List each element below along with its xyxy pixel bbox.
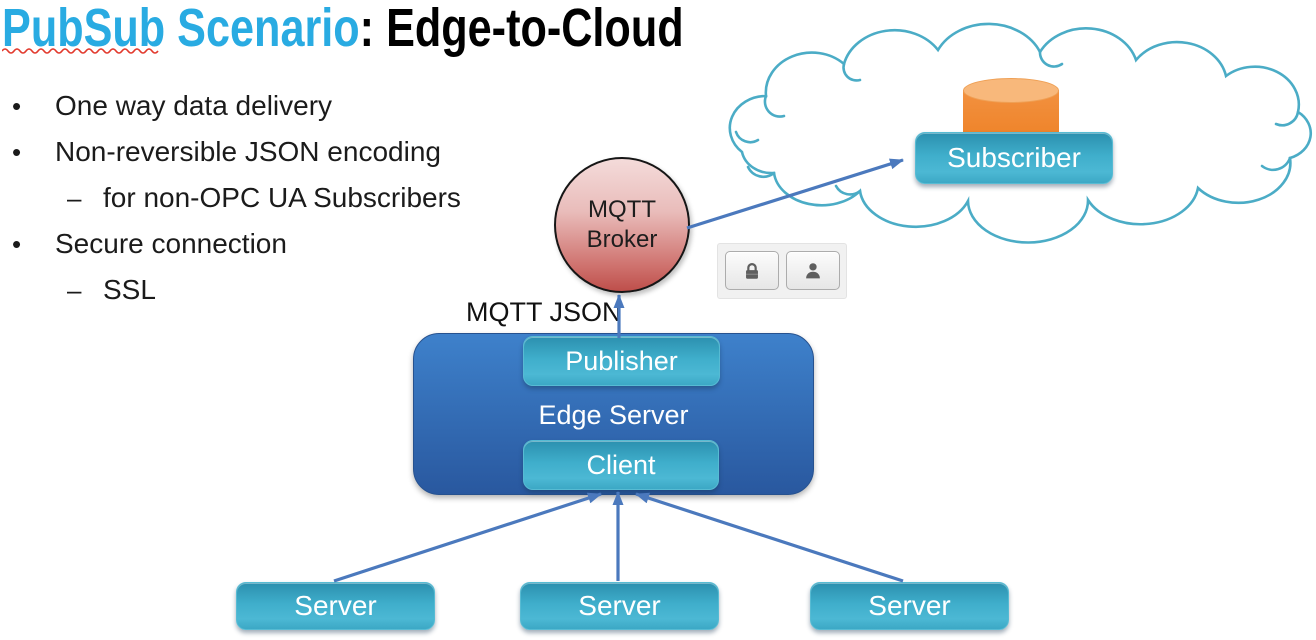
subscriber-node: Subscriber <box>915 132 1113 184</box>
arrow-server1-to-client <box>333 492 602 583</box>
user-button[interactable] <box>786 251 840 290</box>
server-node-2: Server <box>520 582 719 630</box>
arrow-server3-to-client <box>635 492 904 583</box>
bullet-text: SSL <box>103 274 156 305</box>
slide-title-rest: : Edge-to-Cloud <box>359 0 684 58</box>
database-cylinder-top <box>963 78 1059 103</box>
spellcheck-squiggle <box>2 48 159 54</box>
bullet-subitem: – SSL <box>67 274 532 307</box>
bullet-item: • Secure connection <box>12 228 532 261</box>
bullet-text: Secure connection <box>55 228 287 259</box>
slide-title: PubSub Scenario: Edge-to-Cloud <box>2 1 684 55</box>
publisher-label: Publisher <box>565 345 678 376</box>
bullet-text: for non-OPC UA Subscribers <box>103 182 461 213</box>
broker-label-line1: MQTT <box>588 196 656 223</box>
edge-server-label: Edge Server <box>538 400 689 430</box>
user-icon <box>806 262 820 278</box>
server-label: Server <box>868 590 951 621</box>
client-label: Client <box>586 449 656 480</box>
lock-icon <box>746 262 758 279</box>
subscriber-label: Subscriber <box>947 142 1081 173</box>
bullet-text: Non-reversible JSON encoding <box>55 136 441 167</box>
server-node-3: Server <box>810 582 1009 630</box>
bullet-marker: • <box>12 229 22 259</box>
security-icons-panel <box>717 243 847 299</box>
mqtt-broker-node: MQTT Broker <box>554 157 690 293</box>
arrow-broker-to-subscriber <box>686 158 904 230</box>
bullet-text: One way data delivery <box>55 90 333 121</box>
broker-label-line2: Broker <box>586 226 658 253</box>
bullet-item: • One way data delivery <box>12 90 532 123</box>
bullet-list: • One way data delivery • Non-reversible… <box>12 90 532 320</box>
publisher-node: Publisher <box>523 336 720 386</box>
bullet-subitem: – for non-OPC UA Subscribers <box>67 182 532 215</box>
mqtt-json-label: MQTT JSON <box>466 297 622 327</box>
bullet-marker: • <box>12 91 22 121</box>
slide-title-highlight: PubSub Scenario <box>2 0 360 58</box>
bullet-item: • Non-reversible JSON encoding <box>12 136 532 169</box>
server-label: Server <box>294 590 377 621</box>
server-node-1: Server <box>236 582 435 630</box>
bullet-marker: – <box>67 275 82 305</box>
server-label: Server <box>578 590 661 621</box>
bullet-marker: – <box>67 183 82 213</box>
client-node: Client <box>523 440 719 490</box>
lock-button[interactable] <box>725 251 779 290</box>
bullet-marker: • <box>12 137 22 167</box>
